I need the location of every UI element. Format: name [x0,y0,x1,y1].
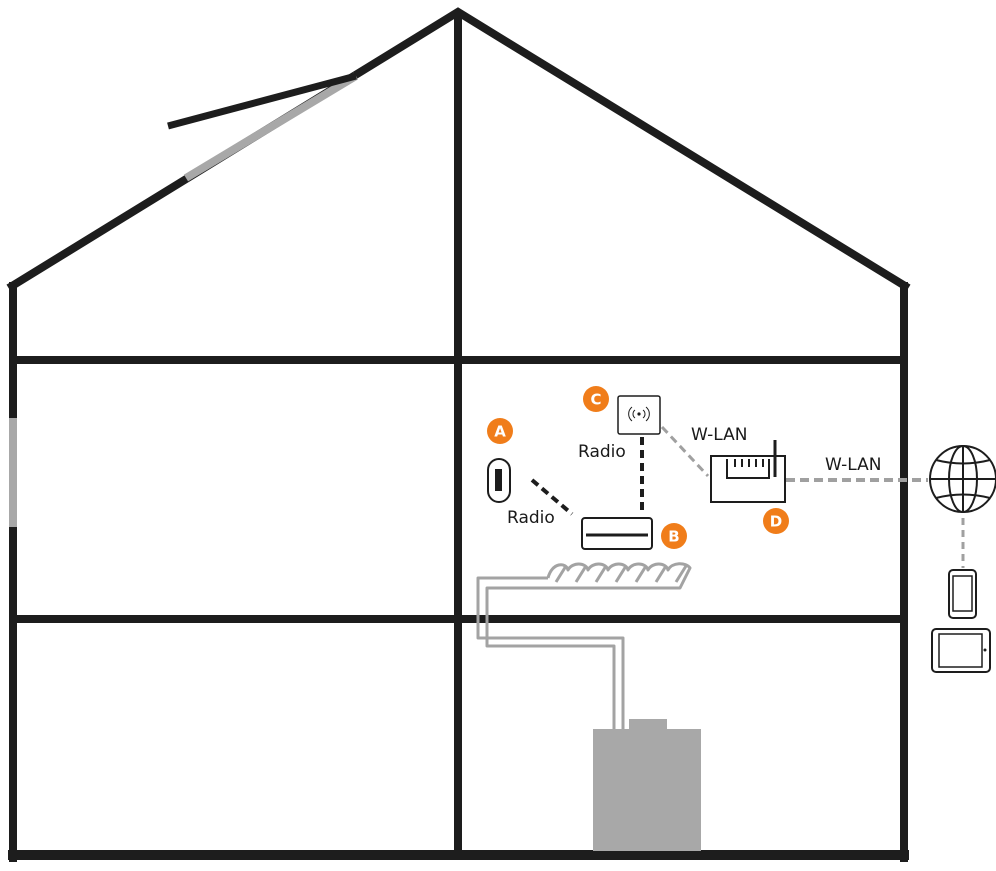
smartphone-icon [948,569,977,619]
heating-pipes [476,562,692,730]
badge-b-label: B [668,528,679,546]
badge-c-label: C [590,391,601,409]
roof-window [167,72,359,182]
badge-a: A [487,418,513,444]
connection-lines [530,425,965,568]
badge-c: C [583,386,609,412]
wlan-label-router: W-LAN [691,425,747,445]
router-icon [710,440,786,503]
badge-d-label: D [770,513,782,531]
tablet-icon [931,628,991,673]
house-walls [6,7,911,862]
globe-icon [929,445,996,513]
radio-label-c: Radio [578,442,626,462]
badge-d: D [763,508,789,534]
wlan-label-internet: W-LAN [825,455,881,475]
boiler-icon [593,719,701,851]
floor-heating-coil [545,562,692,590]
wireless-gateway-icon [617,395,661,435]
window-sensor-icon [487,458,511,503]
badge-a-label: A [494,423,506,441]
thermostat-icon [581,517,653,550]
badge-b: B [661,523,687,549]
radio-label-a: Radio [507,508,555,528]
radio-link-a [530,478,574,516]
wlan-link-router [660,425,710,478]
